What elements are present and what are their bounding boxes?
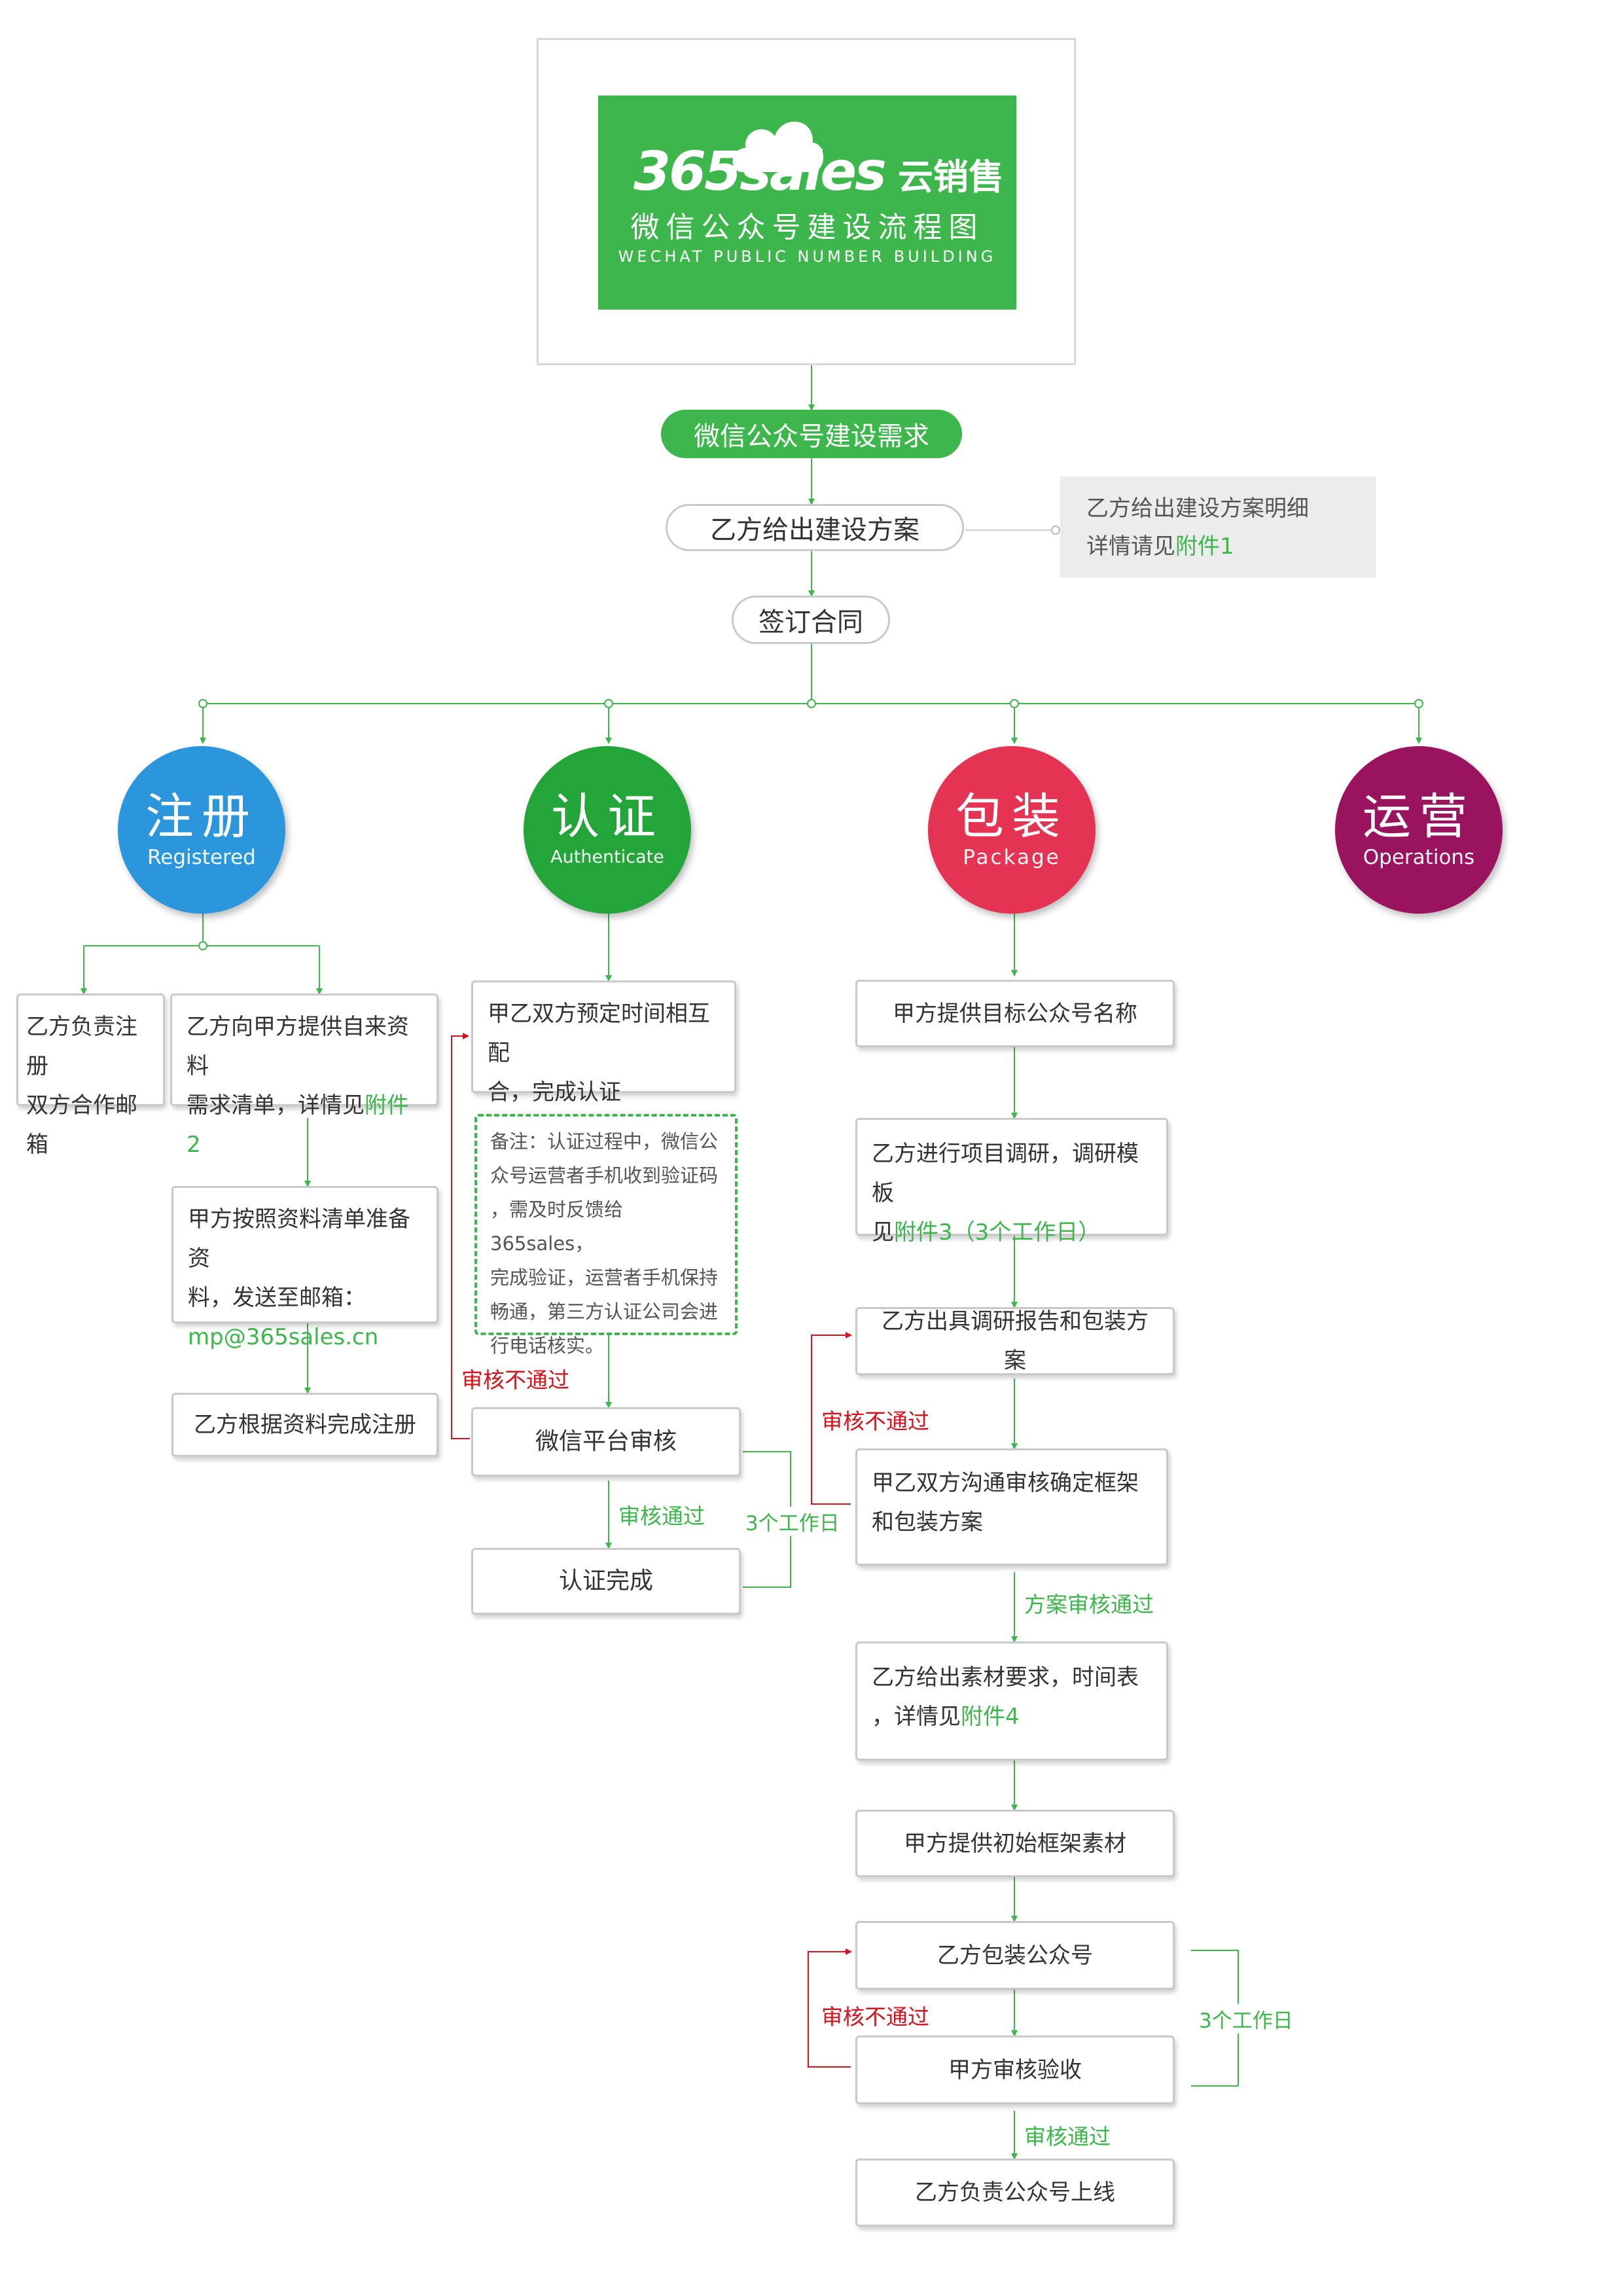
register-box-2: 乙方向甲方提供自来资料 需求清单，详情见附件2 xyxy=(170,994,438,1158)
phase-operations-en: Operations xyxy=(1363,846,1475,869)
package-pass-label-2: 审核通过 xyxy=(1024,2124,1111,2149)
package-box-2-prefix: 见 xyxy=(872,1219,894,1246)
demand-pill: 微信公众号建设需求 xyxy=(661,410,962,458)
phase-package-circle: 包装 Package xyxy=(928,746,1096,914)
plan-pill: 乙方给出建设方案 xyxy=(666,504,964,551)
package-box-4-line2: 和包装方案 xyxy=(872,1509,983,1535)
package-box-8: 甲方审核验收 xyxy=(855,2036,1175,2104)
package-box-6: 甲方提供初始框架素材 xyxy=(855,1810,1175,1877)
plan-note-prefix: 详情请见 xyxy=(1086,533,1175,560)
register-box-3-line1: 甲方按照资料清单准备资 xyxy=(188,1206,410,1272)
register-box-4: 乙方根据资料完成注册 xyxy=(171,1393,438,1457)
logo-text: 365sales xyxy=(633,141,887,203)
auth-box-1: 甲乙双方预定时间相互配 合，完成认证 xyxy=(471,980,736,1105)
auth-note: 备注：认证过程中，微信公 众号运营者手机收到验证码 ，需及时反馈给365sale… xyxy=(474,1114,738,1357)
attachment-2-link[interactable]: 附件2 xyxy=(187,1092,409,1158)
auth-box-1-line2: 合，完成认证 xyxy=(488,1079,621,1105)
attachment-1-link[interactable]: 附件1 xyxy=(1175,533,1234,560)
package-reject-label-1: 审核不通过 xyxy=(821,1408,929,1434)
register-box-3: 甲方按照资料清单准备资 料，发送至邮箱： mp@365sales.cn xyxy=(171,1186,438,1350)
auth-box-1-line1: 甲乙双方预定时间相互配 xyxy=(488,1001,710,1066)
phase-register-en: Registered xyxy=(147,846,256,869)
package-box-1: 甲方提供目标公众号名称 xyxy=(855,980,1175,1047)
package-box-4-line1: 甲乙双方沟通审核确定框架 xyxy=(872,1470,1139,1496)
package-box-9: 乙方负责公众号上线 xyxy=(855,2159,1175,2227)
register-box-1-line1: 乙方负责注册 xyxy=(26,1014,137,1079)
package-box-5-line1: 乙方给出素材要求，时间表 xyxy=(872,1664,1139,1691)
phase-package-en: Package xyxy=(963,846,1061,869)
auth-note-line5: 畅通，第三方认证公司会进 xyxy=(490,1300,719,1323)
phase-auth-circle: 认证 Authenticate xyxy=(524,746,691,914)
auth-note-line6: 行电话核实。 xyxy=(490,1335,605,1357)
phase-register-zh: 注册 xyxy=(145,789,258,845)
package-box-2-line1: 乙方进行项目调研，调研模板 xyxy=(872,1141,1139,1206)
brand-zh: 云销售 xyxy=(897,156,1004,198)
register-box-2-line1: 乙方向甲方提供自来资料 xyxy=(187,1014,409,1079)
phase-package-zh: 包装 xyxy=(955,789,1068,845)
auth-note-line2: 众号运营者手机收到验证码 xyxy=(490,1164,719,1187)
package-reject-label-2: 审核不通过 xyxy=(821,2004,929,2030)
phase-operations-circle: 运营 Operations xyxy=(1335,746,1503,914)
package-box-5: 乙方给出素材要求，时间表 ，详情见附件4 xyxy=(855,1641,1168,1761)
auth-done-box: 认证完成 xyxy=(471,1548,741,1615)
register-box-1: 乙方负责注册 双方合作邮箱 xyxy=(16,994,165,1158)
package-days-label: 3个工作日 xyxy=(1196,2004,1296,2034)
plan-note-line1: 乙方给出建设方案明细 xyxy=(1086,495,1309,522)
register-box-1-line2: 双方合作邮箱 xyxy=(26,1092,137,1158)
package-box-5-prefix: ，详情见 xyxy=(872,1704,961,1730)
register-box-3-line2: 料，发送至邮箱： xyxy=(188,1285,366,1311)
contract-pill: 签订合同 xyxy=(732,596,890,644)
header-title: 微信公众号建设流程图 xyxy=(630,211,984,244)
auth-days-label: 3个工作日 xyxy=(743,1507,842,1536)
package-box-3: 乙方出具调研报告和包装方案 xyxy=(855,1307,1175,1375)
email-link[interactable]: mp@365sales.cn xyxy=(188,1324,379,1350)
auth-review-box: 微信平台审核 xyxy=(471,1407,741,1477)
plan-note: 乙方给出建设方案明细 详情请见附件1 xyxy=(1060,476,1376,578)
phase-auth-en: Authenticate xyxy=(550,847,664,867)
package-box-4: 甲乙双方沟通审核确定框架 和包装方案 xyxy=(855,1448,1168,1566)
attachment-4-link[interactable]: 附件4 xyxy=(961,1704,1020,1730)
auth-note-line3: ，需及时反馈给365sales， xyxy=(490,1198,624,1255)
package-box-2: 乙方进行项目调研，调研模板 见附件3（3个工作日） xyxy=(855,1118,1168,1246)
auth-note-line4: 完成验证，运营者手机保持 xyxy=(490,1266,719,1289)
package-box-7: 乙方包装公众号 xyxy=(855,1921,1175,1990)
header-subtitle: WECHAT PUBLIC NUMBER BUILDING xyxy=(618,247,997,266)
package-pass-label-1: 方案审核通过 xyxy=(1024,1592,1154,1617)
cloud-icon xyxy=(732,121,824,172)
register-box-2-prefix: 需求清单，详情见 xyxy=(187,1092,365,1119)
auth-reject-label: 审核不通过 xyxy=(461,1367,569,1393)
phase-register-circle: 注册 Registered xyxy=(118,746,285,914)
phase-operations-zh: 运营 xyxy=(1363,789,1475,845)
phase-auth-zh: 认证 xyxy=(551,789,664,845)
attachment-3-link[interactable]: 附件3（3个工作日） xyxy=(894,1219,1101,1246)
auth-pass-label: 审核通过 xyxy=(618,1503,705,1529)
header-logo-panel: 365sales 云销售 微信公众号建设流程图 WECHAT PUBLIC NU… xyxy=(598,96,1016,310)
auth-note-line1: 备注：认证过程中，微信公 xyxy=(490,1130,719,1153)
